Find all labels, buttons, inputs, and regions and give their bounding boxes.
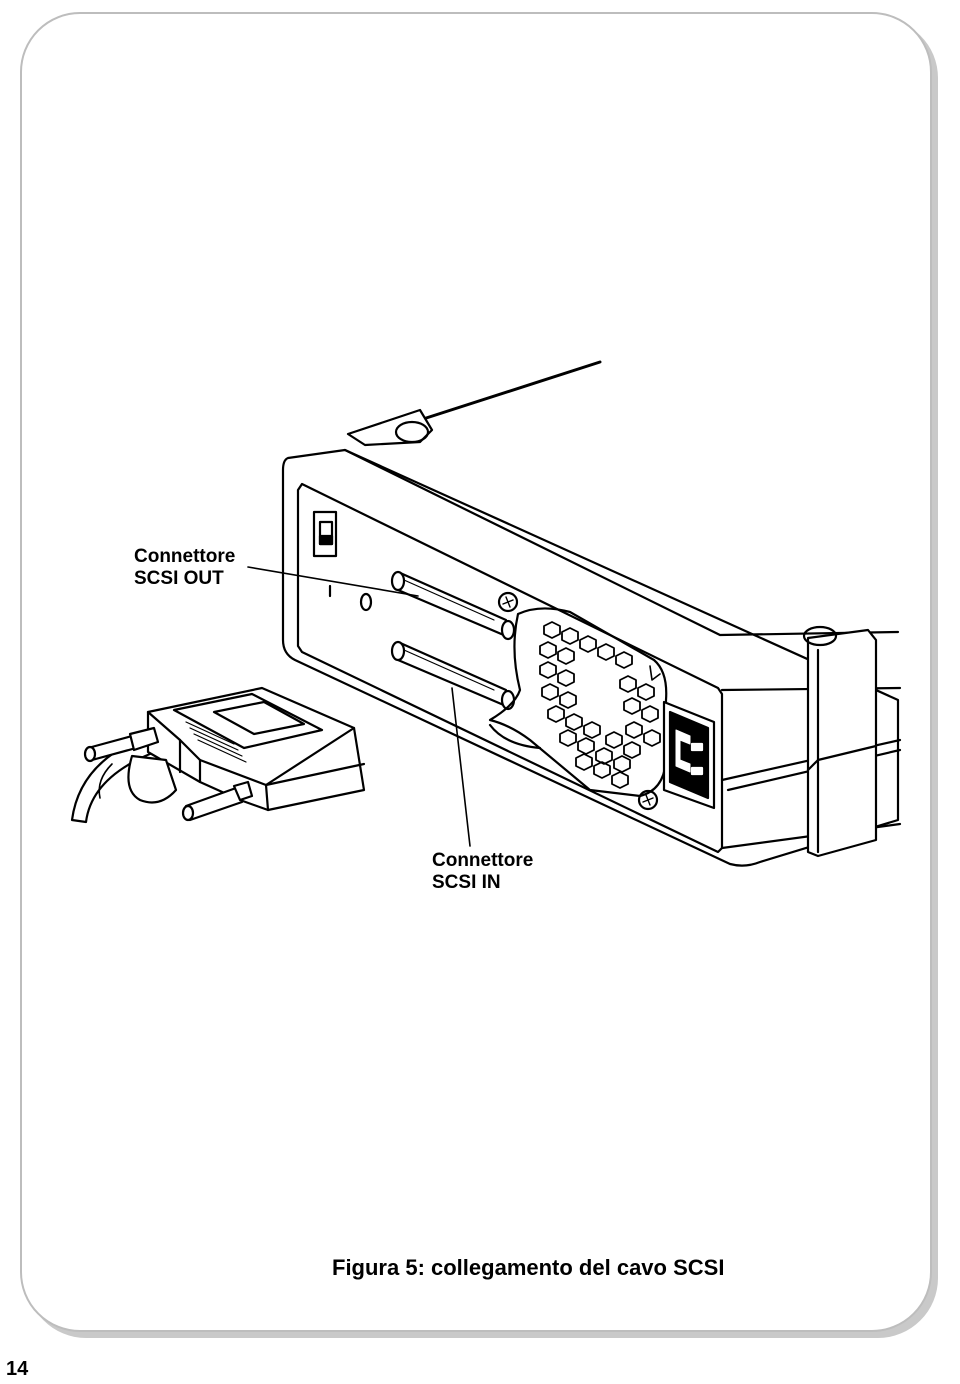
right-lug xyxy=(806,628,878,858)
power-socket xyxy=(662,700,716,810)
device-top-edge xyxy=(418,360,602,422)
page-number: 14 xyxy=(6,1358,29,1380)
thumb-screw-right xyxy=(184,786,244,822)
leader-line-scsi-out xyxy=(247,566,419,597)
leader-line-scsi-in xyxy=(451,687,471,847)
scsi-in-connector xyxy=(390,640,516,711)
fan-grill xyxy=(539,621,661,789)
label-scsi-in-line1: Connettore xyxy=(432,850,534,871)
device-back-panel xyxy=(281,448,900,867)
scsi-out-connector xyxy=(390,570,516,641)
label-scsi-in-line2: SCSI IN xyxy=(432,872,501,893)
fan-housing xyxy=(488,607,668,798)
label-scsi-in: Connettore SCSI IN xyxy=(432,850,533,894)
label-scsi-out: Connettore SCSI OUT xyxy=(134,546,235,590)
scsi-cable-plug xyxy=(70,686,366,824)
label-scsi-out-line1: Connettore xyxy=(134,546,236,567)
figure-caption: Figura 5: collegamento del cavo SCSI xyxy=(332,1255,725,1280)
label-scsi-out-line2: SCSI OUT xyxy=(134,568,224,589)
